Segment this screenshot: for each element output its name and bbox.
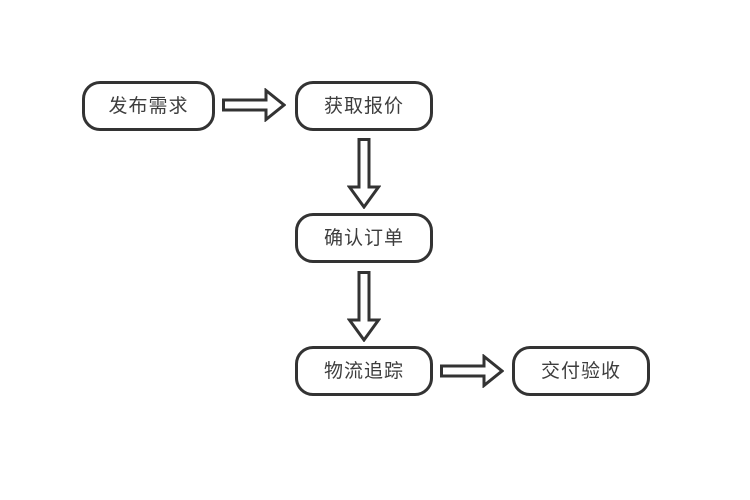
node-label-logistics-tracking: 物流追踪: [323, 360, 404, 382]
node-label-get-quote: 获取报价: [323, 95, 404, 117]
flow-node-delivery-acceptance: 交付验收: [512, 346, 650, 396]
arrow-down-icon: [347, 271, 381, 342]
node-label-confirm-order: 确认订单: [323, 227, 404, 249]
arrow-right-icon: [440, 354, 504, 388]
node-label-publish-demand: 发布需求: [108, 95, 189, 117]
flow-node-publish-demand: 发布需求: [82, 81, 215, 131]
flow-node-logistics-tracking: 物流追踪: [295, 346, 433, 396]
arrow-down-icon: [347, 138, 381, 209]
arrow-right-icon: [222, 88, 286, 122]
flow-node-confirm-order: 确认订单: [295, 213, 433, 263]
flow-node-get-quote: 获取报价: [295, 81, 433, 131]
node-label-delivery-acceptance: 交付验收: [540, 360, 621, 382]
